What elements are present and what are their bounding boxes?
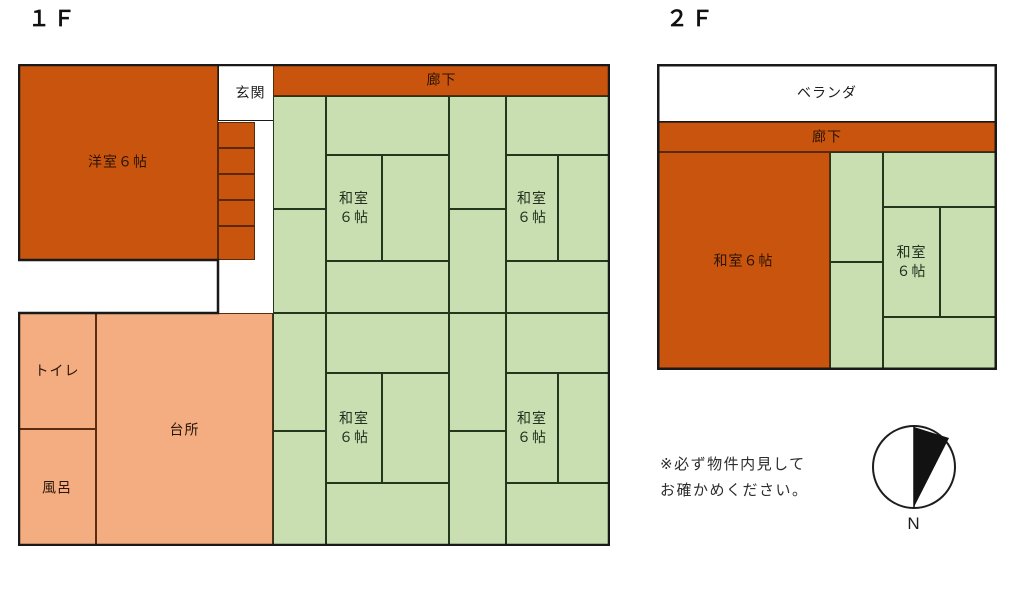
floor-2f-plan: ベランダ 廊下 和室６帖 和室 ６帖 [657, 64, 997, 370]
room-tatami-br-label: 和室 ６帖 [517, 410, 547, 445]
room-tatami-tr-center[interactable]: 和室 ６帖 [506, 155, 558, 261]
tatami-mat [326, 483, 449, 546]
room-tatami-br-center[interactable]: 和室 ６帖 [506, 373, 558, 483]
tatami-mat [273, 313, 326, 431]
room-veranda-label: ベランダ [797, 84, 857, 101]
room-kitchen[interactable]: 台所 [96, 313, 273, 546]
tatami-mat [506, 96, 610, 155]
room-bath-label: 風呂 [42, 479, 72, 496]
floor-2f-title: ２Ｆ [666, 6, 717, 31]
tatami-mat [506, 261, 610, 313]
tatami-mat [273, 96, 326, 209]
compass-rose-icon [872, 425, 956, 509]
room-veranda[interactable]: ベランダ [657, 64, 997, 122]
tatami-mat [830, 262, 883, 370]
tatami-mat [558, 155, 610, 261]
tatami-mat [830, 152, 883, 262]
tatami-mat [273, 209, 326, 313]
corridor-1f[interactable]: 廊下 [273, 64, 610, 96]
tatami-mat [883, 152, 997, 207]
corridor-2f-label: 廊下 [812, 128, 842, 145]
stair-step-1 [218, 122, 255, 148]
compass-north-label: N [907, 514, 921, 533]
tatami-mat [883, 317, 997, 370]
room-tatami-2f-green-label: 和室 ６帖 [896, 244, 927, 279]
tatami-mat [449, 431, 506, 546]
room-tatami-bl-center[interactable]: 和室 ６帖 [326, 373, 382, 483]
tatami-mat [382, 155, 449, 261]
tatami-mat [449, 313, 506, 431]
viewing-disclaimer-note: ※必ず物件内見して お確かめください。 [660, 456, 809, 500]
room-tatami-2f-orange[interactable]: 和室６帖 [657, 152, 830, 370]
floor-1f-plan: 洋室６帖 玄関 廊下 和室 ６帖 和室 ６帖 [18, 64, 610, 546]
room-western-6jo[interactable]: 洋室６帖 [18, 64, 218, 260]
tatami-mat [273, 431, 326, 546]
room-kitchen-label: 台所 [169, 421, 200, 438]
room-toilet-label: トイレ [34, 362, 80, 379]
tatami-mat [326, 261, 449, 313]
room-tatami-2f-green-center[interactable]: 和室 ６帖 [883, 207, 940, 317]
stair-step-3 [218, 174, 255, 200]
floor-1f-title: １Ｆ [28, 6, 79, 31]
tatami-mat [326, 313, 449, 373]
corridor-1f-label: 廊下 [426, 71, 457, 88]
tatami-mat [326, 96, 449, 155]
room-tatami-2f-orange-label: 和室６帖 [713, 252, 774, 269]
room-bath[interactable]: 風呂 [18, 429, 96, 546]
tatami-mat [449, 96, 506, 209]
room-western-6jo-label: 洋室６帖 [88, 153, 148, 170]
tatami-mat [558, 373, 610, 483]
tatami-mat [506, 313, 610, 373]
room-tatami-tl-center[interactable]: 和室 ６帖 [326, 155, 382, 261]
room-tatami-bl-label: 和室 ６帖 [339, 410, 369, 445]
corridor-2f[interactable]: 廊下 [657, 122, 997, 152]
room-toilet[interactable]: トイレ [18, 313, 96, 429]
tatami-mat [382, 373, 449, 483]
stair-step-5 [218, 226, 255, 260]
tatami-mat [449, 209, 506, 313]
room-tatami-tl-label: 和室 ６帖 [339, 190, 369, 225]
tatami-mat [506, 483, 610, 546]
tatami-mat [940, 207, 997, 317]
stair-step-4 [218, 200, 255, 226]
stair-step-2 [218, 148, 255, 174]
room-tatami-tr-label: 和室 ６帖 [517, 190, 547, 225]
